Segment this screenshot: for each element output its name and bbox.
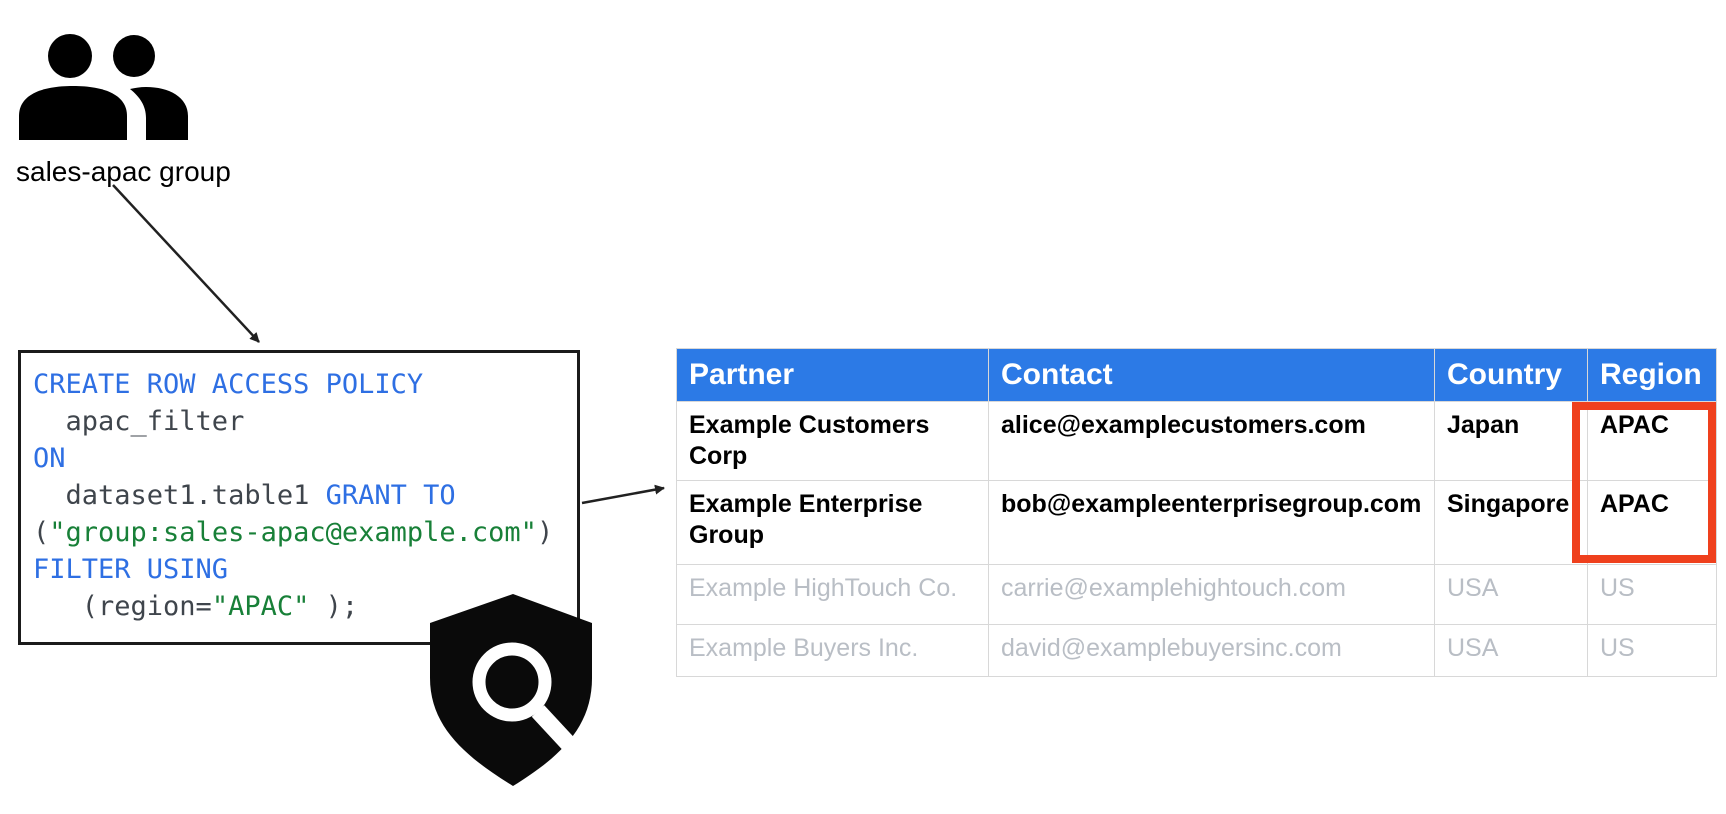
arrow-group-to-policy — [112, 184, 260, 343]
group-label: sales-apac group — [16, 156, 231, 187]
table-row-filtered: Example HighTouch Co.carrie@examplehight… — [676, 564, 1717, 625]
cell-country: Singapore — [1434, 480, 1588, 565]
code-line: FILTER USING — [33, 551, 565, 588]
code-token-kw: GRANT TO — [325, 480, 456, 511]
cell-contact: carrie@examplehightouch.com — [988, 564, 1435, 625]
code-token-id: ) — [536, 517, 554, 548]
code-line: ("group:sales-apac@example.com") — [33, 514, 565, 551]
table-header: Partner Contact Country Region — [676, 348, 1717, 402]
cell-region: US — [1587, 624, 1717, 677]
cell-region: APAC — [1587, 401, 1717, 481]
cell-region: APAC — [1587, 480, 1717, 565]
cell-contact: alice@examplecustomers.com — [988, 401, 1435, 481]
code-line: (region="APAC" ); — [33, 588, 565, 625]
code-token-str: "APAC" — [211, 591, 310, 622]
code-line: apac_filter — [33, 403, 565, 440]
cell-partner: Example Customers Corp — [676, 401, 989, 481]
cell-contact: david@examplebuyersinc.com — [988, 624, 1435, 677]
table-row-filtered: Example Buyers Inc.david@examplebuyersin… — [676, 624, 1717, 677]
col-header-region: Region — [1587, 348, 1717, 402]
cell-contact: bob@exampleenterprisegroup.com — [988, 480, 1435, 565]
code-token-kw: ON — [33, 443, 66, 474]
code-line: dataset1.table1 GRANT TO — [33, 477, 565, 514]
partners-table-wrap: Partner Contact Country Region Example C… — [676, 348, 1717, 677]
cell-country: USA — [1434, 564, 1588, 625]
col-header-partner: Partner — [676, 348, 989, 402]
cell-country: USA — [1434, 624, 1588, 677]
cell-country: Japan — [1434, 401, 1588, 481]
code-line: ON — [33, 440, 565, 477]
code-token-str: "group:sales-apac@example.com" — [49, 517, 537, 548]
code-token-id: (region= — [33, 591, 212, 622]
code-token-id: dataset1.table1 — [33, 480, 326, 511]
col-header-contact: Contact — [988, 348, 1435, 402]
code-line: CREATE ROW ACCESS POLICY — [33, 366, 565, 403]
code-token-id: apac_filter — [33, 406, 245, 437]
cell-partner: Example Buyers Inc. — [676, 624, 989, 677]
code-token-id: ( — [33, 517, 50, 548]
code-token-kw: FILTER USING — [33, 554, 229, 585]
security-shield-search-icon — [430, 594, 592, 786]
cell-region: US — [1587, 564, 1717, 625]
people-group-icon — [19, 34, 188, 140]
cell-partner: Example Enterprise Group — [676, 480, 989, 565]
cell-partner: Example HighTouch Co. — [676, 564, 989, 625]
partners-table: Partner Contact Country Region Example C… — [676, 348, 1717, 677]
code-token-id: ); — [309, 591, 359, 622]
arrow-policy-to-table — [581, 484, 665, 505]
code-token-kw: CREATE ROW ACCESS POLICY — [33, 369, 424, 400]
col-header-country: Country — [1434, 348, 1588, 402]
